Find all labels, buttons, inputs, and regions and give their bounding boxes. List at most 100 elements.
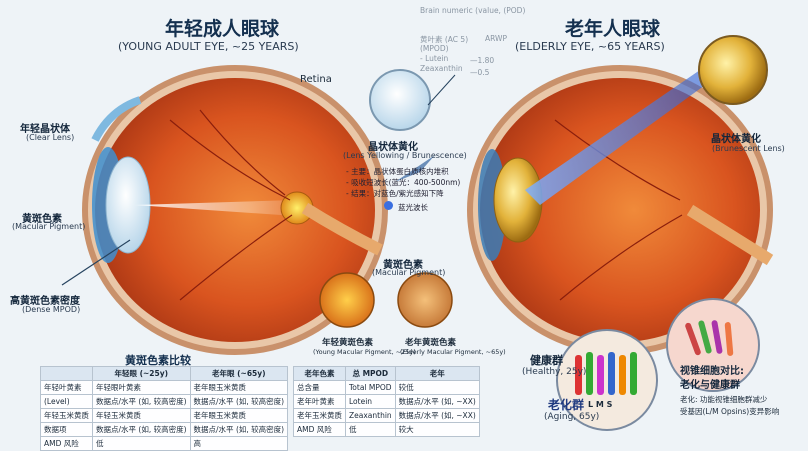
table-cell: 较低 <box>394 380 480 395</box>
young-eye-title: 年轻成人眼球 <box>165 18 280 40</box>
table-header-cell: 老年 <box>394 366 480 381</box>
table-row: 总含量 Total MPOD 较低 <box>293 380 480 395</box>
macular-pigment-center-sublabel: (Macular Pigment) <box>372 268 446 277</box>
table-row: 年轻玉米黄质 年轻玉米黄质 老年眼玉米黄质 <box>40 408 289 423</box>
young-mp-label: 年轻黄斑色素 <box>322 338 374 348</box>
brunescent-lens-label: 晶状体黄化 <box>711 134 761 145</box>
table-cell: (Level) <box>40 394 93 409</box>
cone-compare-line-1: 老化: 功能视锥细胞群减少 <box>680 395 768 404</box>
young-pigment-magnifier <box>319 272 375 328</box>
table-header-row: 老年色素 总 MPOD 老年 <box>293 366 480 381</box>
young-mp-sublabel: (Young Macular Pigment, ~25y) <box>313 348 416 356</box>
table-cell: 低 <box>345 422 396 437</box>
table-header-cell: 总 MPOD <box>345 366 396 381</box>
table-cell: 数据点/水平 (如, 较高密度) <box>189 422 289 437</box>
table-header-cell: 老年眼 (~65y) <box>189 366 289 381</box>
elderly-eye-title: 老年人眼球 <box>565 18 661 40</box>
table-header-cell: 老年色素 <box>293 366 346 381</box>
dense-mpod-sublabel: (Dense MPOD) <box>22 305 81 314</box>
aging-group-label: 老化群 <box>548 398 585 412</box>
table-row: AMD 风险 低 较大 <box>293 422 480 437</box>
blue-wave-icon <box>384 201 393 210</box>
macular-pigment-label: 黄斑色素 <box>22 214 62 225</box>
old-mp-label: 老年黄斑色素 <box>405 338 457 348</box>
table-header-row: 年轻眼 (~25y) 老年眼 (~65y) <box>40 366 289 381</box>
table-row: (Level) 数据点/水平 (如, 较高密度) 数据点/水平 (如, 较高密度… <box>40 394 289 409</box>
macular-comparison-table: 年轻眼 (~25y) 老年眼 (~65y) 年轻叶黄素 年轻眼叶黄素 老年眼玉米… <box>40 366 289 451</box>
old-pigment-magnifier <box>397 272 453 328</box>
cone-compare-title-2: 老化与健康群 <box>680 380 740 391</box>
faint-text-3: (MPOD) <box>420 44 449 53</box>
table-cell: 年轻叶黄素 <box>40 380 93 395</box>
table-cell: 老年眼玉米黄质 <box>189 408 289 423</box>
clear-lens-magnifier <box>369 69 431 131</box>
faint-text-4: - Lutein <box>420 54 449 63</box>
faint-text-6: ARWP <box>485 34 507 43</box>
table-cell: Total MPOD <box>345 380 396 395</box>
faint-text-8: —0.5 <box>470 68 490 77</box>
cone-compare-title-1: 视锥细胞对比: <box>680 366 744 377</box>
old-mp-sublabel: (Elderly Macular Pigment, ~65y) <box>400 348 506 356</box>
table-row: 老年叶黄素 Lotein 数据点/水平 (如, ~XX) <box>293 394 480 409</box>
table-header-cell: 年轻眼 (~25y) <box>92 366 191 381</box>
table-cell: Lotein <box>345 394 396 409</box>
brunescent-lens-sublabel: (Brunescent Lens) <box>712 144 785 153</box>
lms-label: L M S <box>588 400 613 409</box>
diagram-art <box>61 35 774 431</box>
lens-yellowing-sublabel: (Lens Yellowing / Brunescence) <box>343 151 467 160</box>
elderly-eye-illustration <box>467 65 774 355</box>
elderly-pigment-table: 老年色素 总 MPOD 老年 总含量 Total MPOD 较低 老年叶黄素 L… <box>293 366 480 437</box>
retina-label: Retina <box>300 74 332 85</box>
elderly-eye-subtitle: (ELDERLY EYE, ~65 YEARS) <box>515 40 665 53</box>
table-cell: AMD 风险 <box>40 436 93 451</box>
table-cell: AMD 风险 <box>293 422 346 437</box>
table-row: 数据项 数据点/水平 (如, 较高密度) 数据点/水平 (如, 较高密度) <box>40 422 289 437</box>
table-cell: 老年眼玉米黄质 <box>189 380 289 395</box>
macular-pigment-center-label: 黄斑色素 <box>383 260 423 271</box>
table-row: 年轻叶黄素 年轻眼叶黄素 老年眼玉米黄质 <box>40 380 289 395</box>
lens-bullet-3: - 结果：对蓝色/紫光感知下降 <box>346 189 444 198</box>
table-cell: 总含量 <box>293 380 346 395</box>
table-cell: 年轻眼叶黄素 <box>92 380 191 395</box>
clear-lens-sublabel: (Clear Lens) <box>26 133 75 142</box>
table-cell: Zeaxanthin <box>345 408 396 423</box>
table-cell: 高 <box>189 436 289 451</box>
faint-text-1: Brain numeric (value, (POD) <box>420 6 526 15</box>
faint-text-2: 黄叶素 (AC 5) <box>420 35 469 44</box>
table-row: 老年玉米黄质 Zeaxanthin 数据点/水平 (如, ~XX) <box>293 408 480 423</box>
clear-lens-label: 年轻晶状体 <box>20 124 70 135</box>
table-cell: 数据项 <box>40 422 93 437</box>
table-cell: 较大 <box>394 422 480 437</box>
macular-pigment-sublabel: (Macular Pigment) <box>12 222 86 231</box>
table-cell: 老年叶黄素 <box>293 394 346 409</box>
table-cell: 低 <box>92 436 191 451</box>
table-cell: 数据点/水平 (如, 较高密度) <box>92 394 191 409</box>
table-cell: 数据点/水平 (如, 较高密度) <box>92 422 191 437</box>
table-cell: 数据点/水平 (如, 较高密度) <box>189 394 289 409</box>
lens-bullet-2: - 吸收短波长(蓝光：400-500nm) <box>346 178 461 187</box>
faint-text-5: Zeaxanthin <box>420 64 463 73</box>
faint-text-7: —1.80 <box>470 56 495 65</box>
cone-compare-line-2: 受基因(L/M Opsins)变异影响 <box>680 407 780 416</box>
healthy-group-sublabel: (Healthy, 25y) <box>522 367 587 377</box>
aging-cones-magnifier <box>666 298 760 392</box>
brunescent-lens-magnifier <box>698 35 768 105</box>
healthy-group-label: 健康群 <box>530 354 563 367</box>
aging-group-sublabel: (Aging, 65y) <box>544 412 600 422</box>
table-cell: 数据点/水平 (如, ~XX) <box>394 408 480 423</box>
table1-title: 黄斑色素比较 <box>125 354 191 367</box>
table-row: AMD 风险 低 高 <box>40 436 289 451</box>
aging-cones <box>685 320 734 356</box>
lens-yellowing-label: 晶状体黄化 <box>368 142 418 153</box>
table-cell: 年轻玉米黄质 <box>40 408 93 423</box>
healthy-cones <box>575 352 637 395</box>
young-eye-subtitle: (YOUNG ADULT EYE, ~25 YEARS) <box>118 40 299 53</box>
table-cell: 年轻玉米黄质 <box>92 408 191 423</box>
blue-wave-label: 蓝光波长 <box>398 203 428 212</box>
lens-bullet-1: - 主要：晶状体蛋白质核内堆积 <box>346 167 449 176</box>
table-header-cell <box>40 366 93 381</box>
dense-mpod-label: 高黄斑色素密度 <box>10 296 80 307</box>
table-cell: 数据点/水平 (如, ~XX) <box>394 394 480 409</box>
table-cell: 老年玉米黄质 <box>293 408 346 423</box>
young-eye-illustration <box>82 65 388 355</box>
